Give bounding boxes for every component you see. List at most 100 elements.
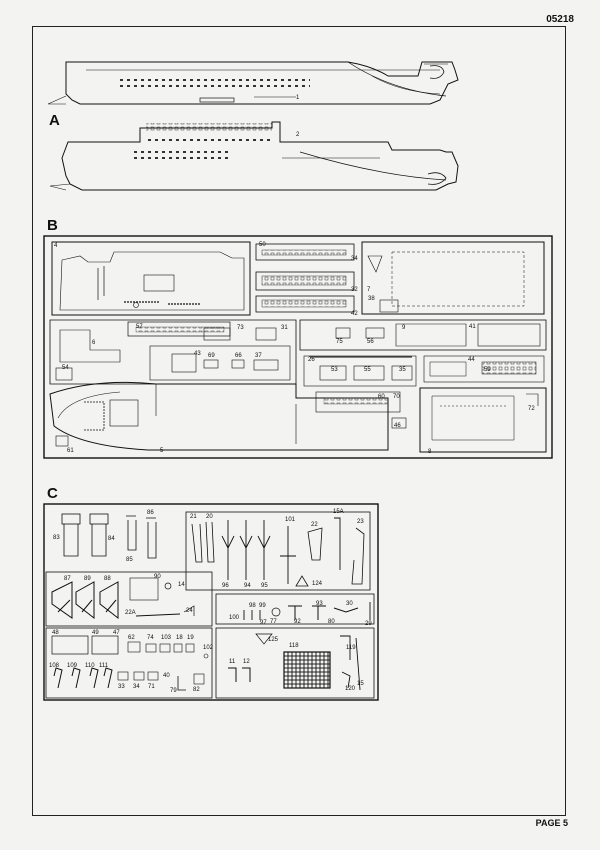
sprue-b-frame — [43, 235, 553, 459]
part-number-c47: 47 — [113, 630, 120, 636]
sprue-c — [43, 503, 379, 701]
part-number-b42: 42 — [351, 311, 358, 317]
part-b4-deck — [51, 241, 251, 316]
part-number-c34: 34 — [133, 684, 140, 690]
part-number-b9: 9 — [402, 325, 406, 331]
part-number-c110: 110 — [85, 663, 95, 669]
part-number-c77: 77 — [270, 619, 277, 625]
part-number-b4: 4 — [54, 243, 58, 249]
part-number-b60: 60 — [378, 394, 385, 400]
hull-half-1 — [47, 61, 459, 105]
part-number-b31: 31 — [281, 325, 288, 331]
part-number-b61: 61 — [67, 448, 74, 454]
part-number-c83: 83 — [53, 535, 60, 541]
part-number-c15a: 15A — [333, 509, 344, 515]
part-number-b50: 50 — [259, 242, 266, 248]
part-number-c102: 102 — [203, 645, 214, 651]
part-number-c99: 99 — [259, 603, 266, 609]
sprue-a — [47, 61, 459, 191]
part-number-c62: 62 — [128, 635, 135, 641]
part-number-c22a: 22A — [125, 610, 136, 616]
part-number-c48: 48 — [52, 630, 59, 636]
part-number-b72: 72 — [528, 406, 535, 412]
sprue-b — [43, 235, 553, 459]
part-number-c14: 14 — [178, 582, 185, 588]
page-frame — [32, 26, 566, 816]
part-number-c80: 80 — [328, 619, 335, 625]
part-number-a2: 2 — [296, 132, 300, 138]
section-label-a: A — [49, 112, 60, 129]
part-b5-deck — [49, 381, 389, 451]
part-number-c12: 12 — [243, 659, 250, 665]
part-number-c87: 87 — [64, 576, 71, 582]
part-number-c85: 85 — [126, 557, 133, 563]
part-number-c20: 20 — [206, 514, 213, 520]
part-number-c108: 108 — [49, 663, 60, 669]
part-number-c109: 109 — [67, 663, 78, 669]
sprue-c-frame — [43, 503, 379, 701]
part-number-b73: 73 — [237, 325, 244, 331]
document-code: 05218 — [546, 14, 574, 25]
part-b7-deck — [361, 241, 545, 315]
part-number-c24: 24 — [186, 608, 193, 614]
part-number-c119: 119 — [346, 645, 356, 651]
part-number-c40: 40 — [163, 673, 170, 679]
part-number-b32: 32 — [351, 287, 358, 293]
part-number-b55: 55 — [364, 367, 371, 373]
part-number-b35: 35 — [399, 367, 406, 373]
part-number-c29: 29 — [365, 621, 372, 627]
part-number-c89: 89 — [84, 576, 91, 582]
part-number-b59: 59 — [484, 367, 491, 373]
part-number-c100: 100 — [229, 615, 240, 621]
part-number-b56: 56 — [367, 339, 374, 345]
part-number-b54: 54 — [62, 365, 69, 371]
part-number-c49: 49 — [92, 630, 99, 636]
part-number-b37: 37 — [255, 353, 262, 359]
part-number-b41: 41 — [469, 324, 476, 330]
part-number-c103: 103 — [161, 635, 172, 641]
part-number-b53: 53 — [331, 367, 338, 373]
part-number-c118: 118 — [289, 643, 299, 649]
part-number-c120: 120 — [345, 686, 356, 692]
part-number-c88: 88 — [104, 576, 111, 582]
section-label-b: B — [47, 217, 58, 234]
part-number-c22: 22 — [311, 522, 318, 528]
part-number-c15: 15 — [357, 681, 364, 687]
part-number-c30: 30 — [346, 601, 353, 607]
part-number-c101: 101 — [285, 517, 296, 523]
page-number: PAGE 5 — [535, 818, 568, 828]
part-number-b66: 66 — [235, 353, 242, 359]
part-number-c33: 33 — [118, 684, 125, 690]
part-number-c84: 84 — [108, 536, 115, 542]
part-number-c94: 94 — [244, 583, 251, 589]
part-number-c74: 74 — [147, 635, 154, 641]
part-number-c92: 92 — [294, 619, 301, 625]
part-number-b44: 44 — [468, 357, 475, 363]
part-number-c93: 93 — [316, 601, 323, 607]
part-number-c95: 95 — [261, 583, 268, 589]
part-number-c124: 124 — [312, 581, 323, 587]
part-number-c96: 96 — [222, 583, 229, 589]
part-number-b8: 8 — [428, 449, 432, 455]
part-number-c111: 111 — [99, 663, 109, 669]
part-number-c97: 97 — [260, 620, 267, 626]
part-number-b6: 6 — [92, 340, 96, 346]
part-number-c11: 11 — [229, 659, 236, 665]
part-number-c82: 82 — [193, 687, 200, 693]
part-number-c71: 71 — [148, 684, 155, 690]
part-number-b69: 69 — [208, 353, 215, 359]
part-number-b43: 43 — [194, 351, 201, 357]
part-number-b7: 7 — [367, 287, 371, 293]
part-b8-deck — [419, 387, 547, 453]
part-number-b57: 57 — [136, 324, 143, 330]
part-number-b26: 26 — [308, 357, 315, 363]
part-number-c90: 90 — [154, 574, 161, 580]
part-number-b75: 75 — [336, 339, 343, 345]
part-number-a1: 1 — [296, 95, 300, 101]
part-number-c79: 79 — [170, 688, 177, 694]
part-number-c23: 23 — [357, 519, 364, 525]
part-number-c21: 21 — [190, 514, 197, 520]
part-number-b5: 5 — [160, 448, 164, 454]
part-number-b70: 70 — [393, 394, 400, 400]
